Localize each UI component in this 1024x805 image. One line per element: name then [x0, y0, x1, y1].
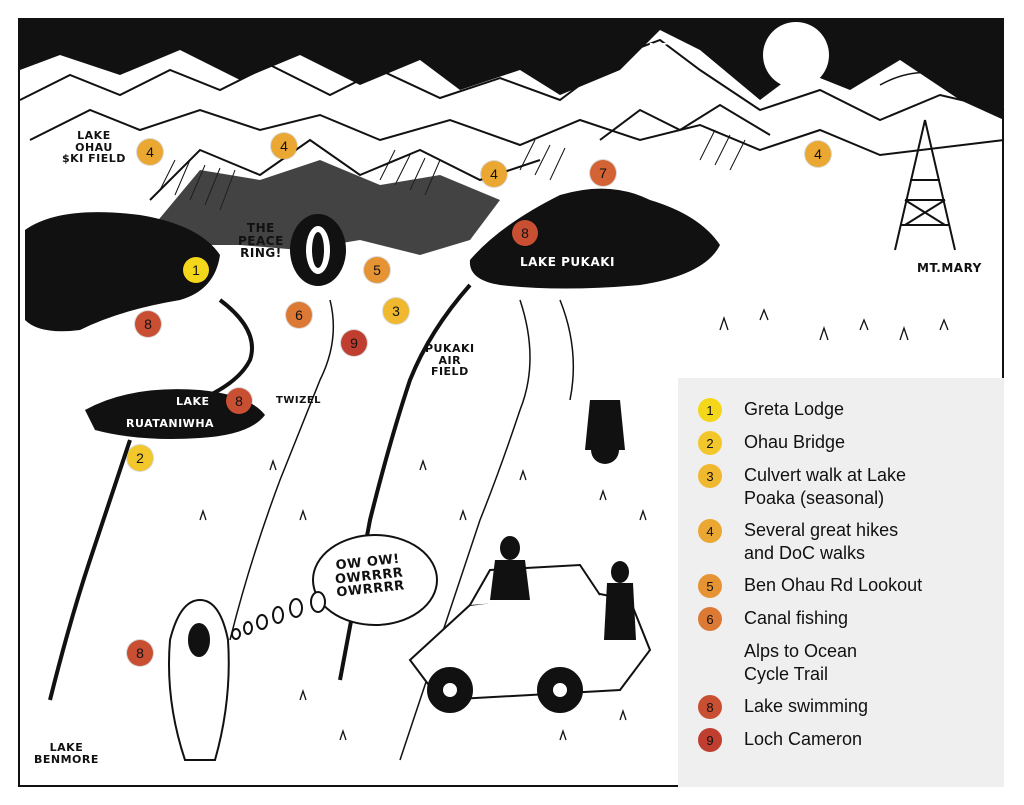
people-silhouettes [490, 536, 636, 640]
creature-illustration [168, 598, 230, 761]
thought-dots [231, 591, 326, 640]
marker-number: 2 [136, 450, 144, 466]
dark-range [150, 160, 500, 255]
map-legend: 1 Greta Lodge 2 Ohau Bridge 3 Culvert walk … [678, 378, 1004, 787]
legend-item: Alps to Ocean Cycle Trail [698, 640, 986, 686]
marker-number: 5 [373, 262, 381, 278]
label-ruataniwha: RUATANIWHA [126, 417, 215, 430]
map-marker[interactable]: 6 [286, 302, 312, 328]
marker-number: 3 [392, 303, 400, 319]
peace-ring-tyre [290, 214, 346, 286]
moon [763, 22, 829, 88]
marker-number: 4 [814, 146, 822, 162]
legend-dot: 1 [698, 398, 722, 422]
marker-number: 8 [136, 645, 144, 661]
legend-item: 4 Several great hikes and DoC walks [698, 519, 986, 565]
legend-number: 9 [706, 732, 714, 748]
lake-ohau [25, 212, 220, 332]
map-marker[interactable]: 3 [383, 298, 409, 324]
label-peace-ring: THE PEACE RING! [238, 221, 284, 261]
label-lake: LAKE [176, 395, 210, 408]
legend-label: Loch Cameron [744, 729, 863, 749]
map-marker[interactable]: 9 [341, 330, 367, 356]
legend-number: 3 [706, 468, 714, 484]
legend-number: 6 [706, 611, 714, 627]
legend-label: Culvert walk at Lake Poaka (seasonal) [744, 465, 907, 508]
lake-pukaki [469, 188, 720, 289]
map-marker[interactable]: 5 [364, 257, 390, 283]
marker-number: 1 [192, 262, 200, 278]
legend-dot: 9 [698, 728, 722, 752]
legend-number: 5 [706, 578, 714, 594]
marker-number: 9 [350, 335, 358, 351]
tower-icon [869, 54, 981, 251]
legend-number: 2 [706, 435, 714, 451]
map-marker[interactable]: 7 [590, 160, 616, 186]
map-marker[interactable]: 8 [226, 388, 252, 414]
legend-item: 6 Canal fishing [698, 607, 986, 631]
map-marker[interactable]: 8 [135, 311, 161, 337]
legend-label: Greta Lodge [744, 399, 845, 419]
marker-number: 8 [144, 316, 152, 332]
map-marker[interactable]: 4 [481, 161, 507, 187]
legend-dot: 8 [698, 695, 722, 719]
legend-item: 1 Greta Lodge [698, 398, 986, 422]
marker-number: 4 [490, 166, 498, 182]
label-lake-ohau-ski-field: LAKE OHAU $KI FIELD [62, 129, 126, 166]
legend-dot: 4 [698, 519, 722, 543]
label-pukaki-air-field: PUKAKI AIR FIELD [425, 342, 475, 379]
legend-number: 1 [706, 402, 714, 418]
label-twizel: TWIZEL [276, 395, 322, 406]
legend-label: Ohau Bridge [744, 432, 846, 452]
legend-dot: 3 [698, 464, 722, 488]
legend-dot: 2 [698, 431, 722, 455]
marker-number: 8 [235, 393, 243, 409]
mountain-ridges [19, 38, 1005, 201]
map-marker[interactable]: 1 [183, 257, 209, 283]
grass-tufts [199, 308, 949, 741]
legend-item: 3 Culvert walk at Lake Poaka (seasonal) [698, 464, 986, 510]
marker-number: 7 [599, 165, 607, 181]
legend-dot: 5 [698, 574, 722, 598]
map-marker[interactable]: 4 [805, 141, 831, 167]
marker-number: 4 [280, 138, 288, 154]
legend-label: Lake swimming [744, 696, 869, 716]
legend-dot [698, 640, 722, 664]
speech-bubble [312, 534, 438, 626]
map-marker[interactable]: 4 [271, 133, 297, 159]
label-mt-cook: MT COOK [640, 41, 678, 66]
map-marker[interactable]: 8 [512, 220, 538, 246]
label-lake-ohau: LAKE OHAU [65, 289, 148, 303]
label-lake-pukaki: LAKE PUKAKI [520, 255, 615, 269]
lake-ruataniwha [85, 389, 265, 439]
legend-label: Several great hikes and DoC walks [744, 520, 899, 563]
legend-item: 8 Lake swimming [698, 695, 986, 719]
legend-label: Canal fishing [744, 608, 849, 628]
label-lake-benmore: LAKE BENMORE [34, 741, 99, 766]
marker-number: 4 [146, 144, 154, 160]
legend-number: 4 [706, 523, 714, 539]
motorbike-rider [585, 400, 625, 464]
map-marker[interactable]: 4 [137, 139, 163, 165]
legend-number: 8 [706, 699, 714, 715]
legend-item: 5 Ben Ohau Rd Lookout [698, 574, 986, 598]
legend-item: 2 Ohau Bridge [698, 431, 986, 455]
map-marker[interactable]: 2 [127, 445, 153, 471]
marker-number: 6 [295, 307, 303, 323]
night-sky [20, 20, 1004, 120]
map-marker[interactable]: 8 [127, 640, 153, 666]
legend-label: Ben Ohau Rd Lookout [744, 575, 923, 595]
canals [48, 283, 472, 701]
label-ow-ow: OW OW! OWRRRR OWRRRR [334, 551, 406, 601]
label-mt-mary: MT.MARY [917, 261, 982, 275]
legend-item: 9 Loch Cameron [698, 728, 986, 752]
legend-dot: 6 [698, 607, 722, 631]
legend-label: Alps to Ocean Cycle Trail [744, 641, 858, 684]
marker-number: 8 [521, 225, 529, 241]
